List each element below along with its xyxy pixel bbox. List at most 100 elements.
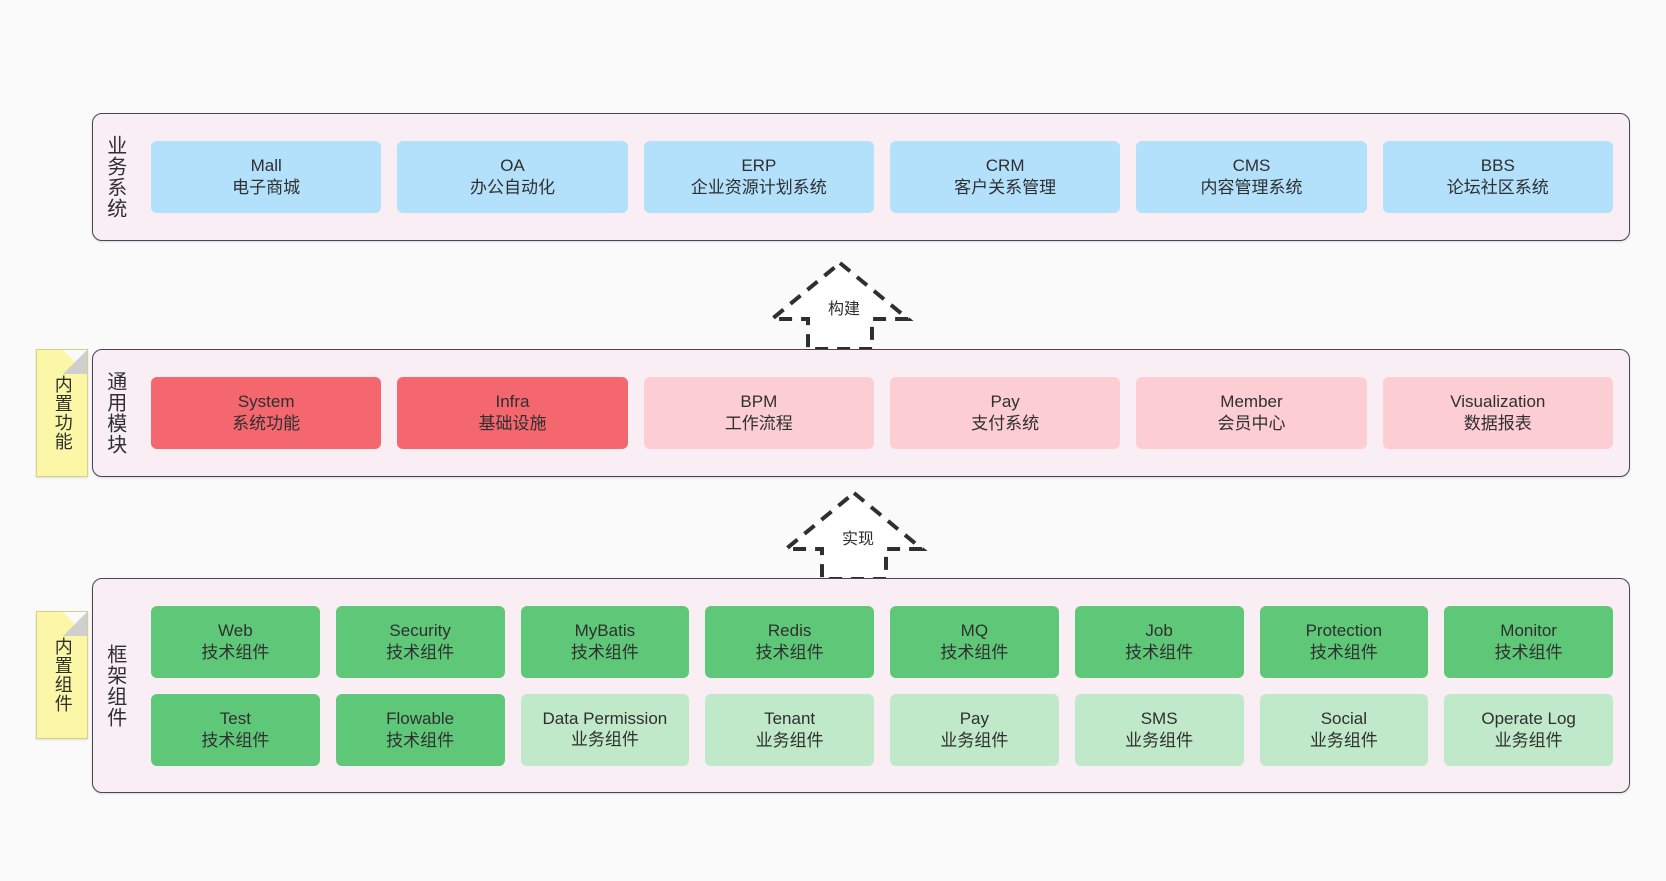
framework-row-technical: Web 技术组件 Security 技术组件 MyBatis 技术组件 Redi…	[143, 605, 1621, 678]
card-title-en: MyBatis	[574, 620, 636, 640]
card-member[interactable]: Member 会员中心	[1136, 377, 1367, 449]
card-title-cn: 支付系统	[971, 414, 1040, 433]
card-title-cn: 业务组件	[570, 729, 639, 749]
card-redis[interactable]: Redis 技术组件	[705, 605, 874, 678]
card-protection[interactable]: Protection 技术组件	[1259, 605, 1429, 678]
card-title-cn: 技术组件	[1494, 642, 1563, 662]
card-title-cn: 企业资源计划系统	[690, 178, 827, 197]
card-title-cn: 技术组件	[201, 730, 270, 750]
card-title-cn: 电子商城	[232, 178, 301, 197]
card-title-cn: 技术组件	[1309, 642, 1378, 662]
card-web[interactable]: Web 技术组件	[151, 605, 320, 678]
card-title-en: Pay	[990, 392, 1020, 412]
card-visualization[interactable]: Visualization 数据报表	[1382, 377, 1613, 449]
sticky-note-builtin-features: 内置功能	[36, 349, 88, 477]
card-title-cn: 技术组件	[386, 642, 455, 662]
card-title-en: CRM	[985, 156, 1025, 176]
card-crm[interactable]: CRM 客户关系管理	[889, 141, 1121, 213]
card-title-cn: 会员中心	[1217, 414, 1286, 433]
card-title-en: MQ	[960, 620, 989, 640]
card-title-en: Visualization	[1450, 392, 1546, 412]
layer-title-common-module: 通用模块	[103, 371, 126, 455]
card-pay-common[interactable]: Pay 支付系统	[889, 377, 1121, 449]
card-title-cn: 系统功能	[232, 414, 301, 433]
card-title-en: Security	[389, 620, 451, 640]
card-title-en: Web	[218, 620, 253, 640]
card-monitor[interactable]: Monitor 技术组件	[1444, 605, 1613, 678]
card-title-en: Monitor	[1500, 620, 1557, 640]
card-infra[interactable]: Infra 基础设施	[397, 377, 628, 449]
layer-body-framework-component: Web 技术组件 Security 技术组件 MyBatis 技术组件 Redi…	[135, 579, 1629, 792]
card-title-cn: 业务组件	[1494, 730, 1563, 750]
card-title-en: Job	[1145, 620, 1173, 640]
card-title-cn: 业务组件	[1309, 730, 1378, 750]
card-title-cn: 办公自动化	[469, 178, 555, 197]
card-bbs[interactable]: BBS 论坛社区系统	[1382, 141, 1613, 213]
layer-body-business-system: Mall 电子商城 OA 办公自动化 ERP 企业资源计划系统 CRM 客户关系…	[135, 114, 1629, 240]
card-title-en: Data Permission	[542, 708, 668, 728]
card-title-en: CMS	[1232, 156, 1271, 176]
card-social[interactable]: Social 业务组件	[1259, 693, 1429, 766]
card-title-en: BBS	[1480, 156, 1515, 176]
card-title-en: Social	[1320, 708, 1368, 728]
card-security[interactable]: Security 技术组件	[335, 605, 505, 678]
card-title-cn: 技术组件	[201, 642, 270, 662]
card-title-cn: 论坛社区系统	[1446, 178, 1549, 197]
card-system[interactable]: System 系统功能	[151, 377, 382, 449]
layer-framework-component: 框架组件 Web 技术组件 Security 技术组件 MyBatis 技术组件…	[92, 578, 1630, 793]
card-sms[interactable]: SMS 业务组件	[1074, 693, 1244, 766]
card-title-cn: 业务组件	[755, 730, 824, 750]
card-oa[interactable]: OA 办公自动化	[397, 141, 628, 213]
card-title-en: Flowable	[386, 708, 455, 728]
framework-row-business: Test 技术组件 Flowable 技术组件 Data Permission …	[143, 693, 1621, 766]
card-title-cn: 工作流程	[724, 414, 793, 433]
card-pay-component[interactable]: Pay 业务组件	[890, 693, 1059, 766]
card-test[interactable]: Test 技术组件	[151, 693, 320, 766]
arrow-realize: 实现	[774, 487, 934, 582]
card-title-en: Redis	[767, 620, 812, 640]
card-title-cn: 客户关系管理	[954, 178, 1057, 197]
card-title-en: SMS	[1140, 708, 1178, 728]
card-title-cn: 数据报表	[1463, 414, 1532, 433]
card-mall[interactable]: Mall 电子商城	[151, 141, 382, 213]
card-bpm[interactable]: BPM 工作流程	[643, 377, 874, 449]
card-title-en: Protection	[1305, 620, 1383, 640]
layer-title-business-system: 业务系统	[103, 135, 126, 219]
card-title-en: Member	[1220, 392, 1283, 412]
card-cms[interactable]: CMS 内容管理系统	[1136, 141, 1367, 213]
arrow-realize-shape	[780, 490, 928, 581]
sticky-note-builtin-components: 内置组件	[36, 611, 88, 739]
card-title-en: Tenant	[764, 708, 816, 728]
card-mq[interactable]: MQ 技术组件	[890, 605, 1059, 678]
card-title-en: ERP	[741, 156, 777, 176]
card-data-permission[interactable]: Data Permission 业务组件	[520, 693, 690, 766]
layer-body-common-module: System 系统功能 Infra 基础设施 BPM 工作流程 Pay 支付系统…	[135, 350, 1629, 476]
card-title-en: Infra	[495, 392, 530, 412]
layer-common-module: 通用模块 System 系统功能 Infra 基础设施 BPM 工作流程 Pay…	[92, 349, 1630, 477]
card-title-en: Mall	[250, 156, 282, 176]
card-title-en: Pay	[959, 708, 990, 728]
card-erp[interactable]: ERP 企业资源计划系统	[643, 141, 874, 213]
card-title-cn: 技术组件	[570, 642, 639, 662]
card-title-cn: 技术组件	[1125, 642, 1194, 662]
card-title-cn: 技术组件	[940, 642, 1009, 662]
card-title-cn: 内容管理系统	[1200, 178, 1303, 197]
arrow-build: 构建	[760, 257, 920, 352]
arrow-build-shape	[766, 260, 914, 351]
card-title-cn: 业务组件	[1125, 730, 1194, 750]
card-title-en: OA	[500, 156, 525, 176]
card-title-en: Operate Log	[1481, 708, 1576, 728]
card-title-cn: 业务组件	[940, 730, 1009, 750]
layer-title-framework-component: 框架组件	[103, 643, 126, 728]
card-mybatis[interactable]: MyBatis 技术组件	[520, 605, 690, 678]
card-operate-log[interactable]: Operate Log 业务组件	[1444, 693, 1613, 766]
card-title-cn: 技术组件	[755, 642, 824, 662]
card-title-en: Test	[219, 708, 251, 728]
layer-business-system: 业务系统 Mall 电子商城 OA 办公自动化 ERP 企业资源计划系统 CRM…	[92, 113, 1630, 241]
card-title-cn: 技术组件	[386, 730, 455, 750]
card-title-en: BPM	[740, 392, 778, 412]
card-title-en: System	[237, 392, 295, 412]
card-flowable[interactable]: Flowable 技术组件	[335, 693, 505, 766]
card-tenant[interactable]: Tenant 业务组件	[705, 693, 874, 766]
card-job[interactable]: Job 技术组件	[1074, 605, 1244, 678]
